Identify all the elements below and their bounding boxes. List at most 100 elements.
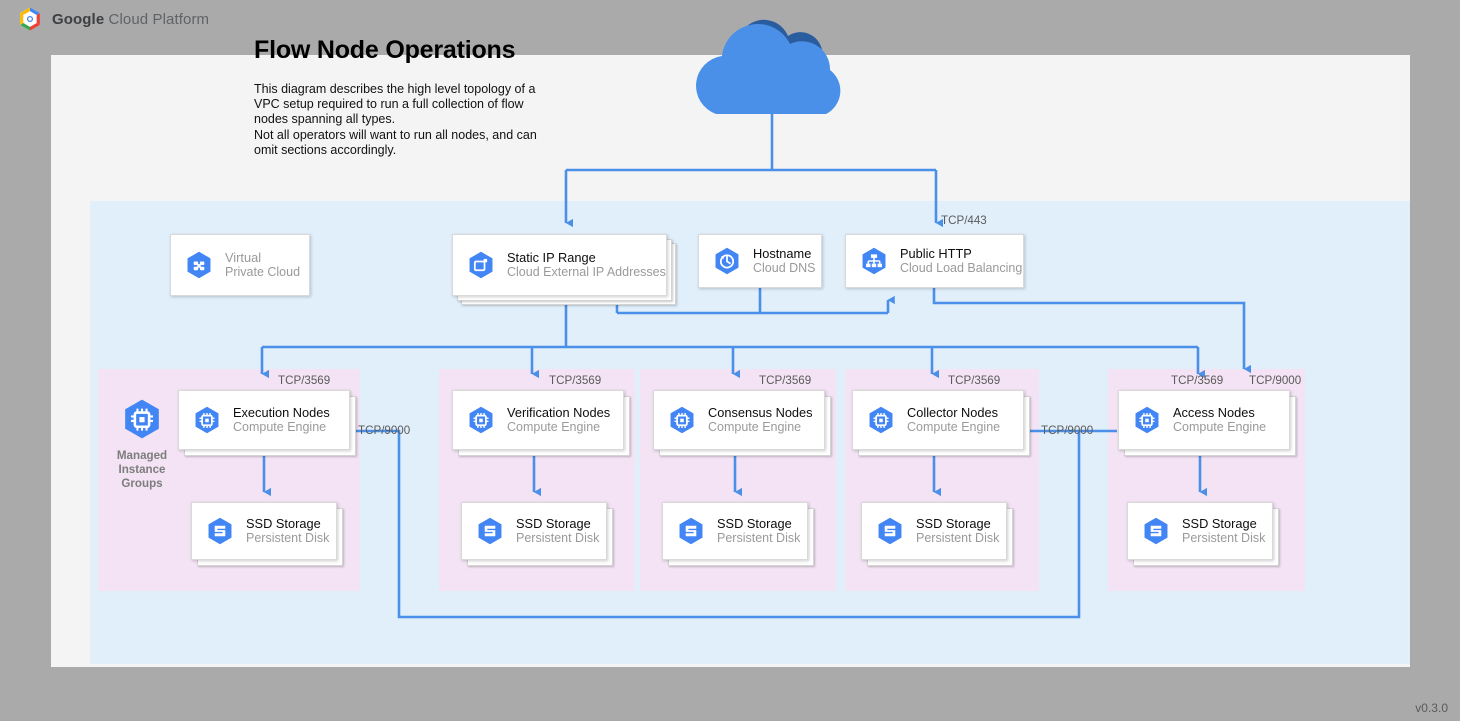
- card-text: Hostname Cloud DNS: [753, 246, 816, 277]
- card-face: Access Nodes Compute Engine: [1118, 390, 1290, 450]
- card-face: Consensus Nodes Compute Engine: [653, 390, 825, 450]
- persistent-disk-icon: [1144, 517, 1168, 545]
- card-subtitle: Compute Engine: [507, 420, 601, 435]
- card-face: SSD Storage Persistent Disk: [861, 502, 1007, 560]
- load-balancer-icon: [862, 247, 886, 275]
- compute-engine-icon: [869, 406, 893, 434]
- page-description: This diagram describes the high level to…: [254, 82, 537, 157]
- card-face: SSD Storage Persistent Disk: [191, 502, 337, 560]
- gcp-brand-rest: Cloud Platform: [104, 10, 210, 28]
- card-verification-nodes[interactable]: Verification Nodes Compute Engine: [452, 390, 630, 456]
- card-title: Verification Nodes: [507, 404, 611, 420]
- card-text: Verification Nodes Compute Engine: [507, 405, 610, 436]
- card-title: SSD Storage: [1182, 515, 1257, 531]
- virtual-private-cloud-icon: [187, 251, 211, 279]
- persistent-disk-icon: [679, 517, 703, 545]
- cloud-dns-icon: [715, 247, 739, 275]
- card-face: Public HTTP Cloud Load Balancing: [845, 234, 1024, 288]
- managed-instance-group-icon: [125, 399, 159, 439]
- persistent-disk-icon: [478, 517, 502, 545]
- card-public-http[interactable]: Public HTTP Cloud Load Balancing: [845, 234, 1024, 288]
- card-text: Static IP Range Cloud External IP Addres…: [507, 250, 666, 281]
- card-execution-nodes[interactable]: Execution Nodes Compute Engine: [178, 390, 356, 456]
- card-text: Collector Nodes Compute Engine: [907, 405, 1000, 436]
- port-label-collector-3569: TCP/3569: [948, 374, 1001, 387]
- gcp-brand-text: Google Cloud Platform: [52, 11, 209, 28]
- card-text: SSD Storage Persistent Disk: [1182, 516, 1265, 547]
- persistent-disk-icon: [208, 517, 232, 545]
- card-text: SSD Storage Persistent Disk: [717, 516, 800, 547]
- card-text: SSD Storage Persistent Disk: [916, 516, 999, 547]
- port-label-verification-3569: TCP/3569: [549, 374, 602, 387]
- port-label-access-9000: TCP/9000: [1249, 374, 1302, 387]
- card-subtitle: Persistent Disk: [717, 531, 801, 546]
- card-virtual-private-cloud[interactable]: Virtual Private Cloud: [170, 234, 310, 296]
- card-consensus-nodes[interactable]: Consensus Nodes Compute Engine: [653, 390, 831, 456]
- port-label-tcp-443: TCP/443: [941, 214, 987, 227]
- card-face: Execution Nodes Compute Engine: [178, 390, 350, 450]
- port-label-execution-9000: TCP/9000: [358, 424, 411, 437]
- card-execution-ssd-storage[interactable]: SSD Storage Persistent Disk: [191, 502, 343, 566]
- card-face: SSD Storage Persistent Disk: [662, 502, 808, 560]
- card-verification-ssd-storage[interactable]: SSD Storage Persistent Disk: [461, 502, 613, 566]
- card-collector-nodes[interactable]: Collector Nodes Compute Engine: [852, 390, 1030, 456]
- compute-engine-icon: [1135, 406, 1159, 434]
- persistent-disk-icon: [878, 517, 902, 545]
- card-text: Consensus Nodes Compute Engine: [708, 405, 813, 436]
- card-subtitle: Cloud Load Balancing: [900, 261, 1023, 276]
- card-title: SSD Storage: [916, 515, 991, 531]
- card-text: Public HTTP Cloud Load Balancing: [900, 246, 1022, 277]
- card-subtitle: Compute Engine: [233, 420, 327, 435]
- card-hostname[interactable]: Hostname Cloud DNS: [698, 234, 822, 288]
- card-text: Execution Nodes Compute Engine: [233, 405, 330, 436]
- card-subtitle: Compute Engine: [907, 420, 1001, 435]
- card-face: Virtual Private Cloud: [170, 234, 310, 296]
- card-subtitle: Compute Engine: [708, 420, 802, 435]
- card-title: Virtual: [225, 249, 262, 265]
- card-access-ssd-storage[interactable]: SSD Storage Persistent Disk: [1127, 502, 1279, 566]
- card-subtitle: Cloud DNS: [753, 261, 816, 276]
- card-subtitle: Persistent Disk: [916, 531, 1000, 546]
- card-text: SSD Storage Persistent Disk: [516, 516, 599, 547]
- gcp-header-bar: Google Cloud Platform: [0, 0, 1460, 38]
- compute-engine-icon: [469, 406, 493, 434]
- page-title: Flow Node Operations: [254, 36, 516, 64]
- card-subtitle: Persistent Disk: [246, 531, 330, 546]
- card-title: Access Nodes: [1173, 404, 1255, 420]
- port-label-execution-3569: TCP/3569: [278, 374, 331, 387]
- card-text: Access Nodes Compute Engine: [1173, 405, 1266, 436]
- card-title: Hostname: [753, 245, 812, 261]
- card-text: Virtual Private Cloud: [225, 250, 300, 281]
- card-title: Static IP Range: [507, 249, 596, 265]
- card-subtitle: Cloud External IP Addresses: [507, 265, 666, 280]
- external-ip-icon: [469, 251, 493, 279]
- card-title: SSD Storage: [717, 515, 792, 531]
- card-face: Verification Nodes Compute Engine: [452, 390, 624, 450]
- card-subtitle: Private Cloud: [225, 265, 301, 280]
- card-face: SSD Storage Persistent Disk: [461, 502, 607, 560]
- card-access-nodes[interactable]: Access Nodes Compute Engine: [1118, 390, 1296, 456]
- card-face: Hostname Cloud DNS: [698, 234, 822, 288]
- card-text: SSD Storage Persistent Disk: [246, 516, 329, 547]
- compute-engine-icon: [670, 406, 694, 434]
- mig-group-label: Managed Instance Groups: [116, 449, 168, 490]
- gcp-hexagon-logo-icon: [20, 7, 40, 31]
- card-title: SSD Storage: [246, 515, 321, 531]
- card-face: Collector Nodes Compute Engine: [852, 390, 1024, 450]
- card-subtitle: Persistent Disk: [1182, 531, 1266, 546]
- card-collector-ssd-storage[interactable]: SSD Storage Persistent Disk: [861, 502, 1013, 566]
- card-title: Execution Nodes: [233, 404, 330, 420]
- port-label-access-3569: TCP/3569: [1171, 374, 1224, 387]
- card-subtitle: Persistent Disk: [516, 531, 600, 546]
- card-static-ip-range[interactable]: Static IP Range Cloud External IP Addres…: [452, 234, 676, 305]
- card-consensus-ssd-storage[interactable]: SSD Storage Persistent Disk: [662, 502, 814, 566]
- card-title: SSD Storage: [516, 515, 591, 531]
- internet-cloud-icon: [696, 19, 841, 114]
- card-title: Collector Nodes: [907, 404, 999, 420]
- port-label-collector-9000: TCP/9000: [1041, 424, 1094, 437]
- card-title: Public HTTP: [900, 245, 972, 261]
- card-face: SSD Storage Persistent Disk: [1127, 502, 1273, 560]
- card-title: Consensus Nodes: [708, 404, 813, 420]
- port-label-consensus-3569: TCP/3569: [759, 374, 812, 387]
- compute-engine-icon: [195, 406, 219, 434]
